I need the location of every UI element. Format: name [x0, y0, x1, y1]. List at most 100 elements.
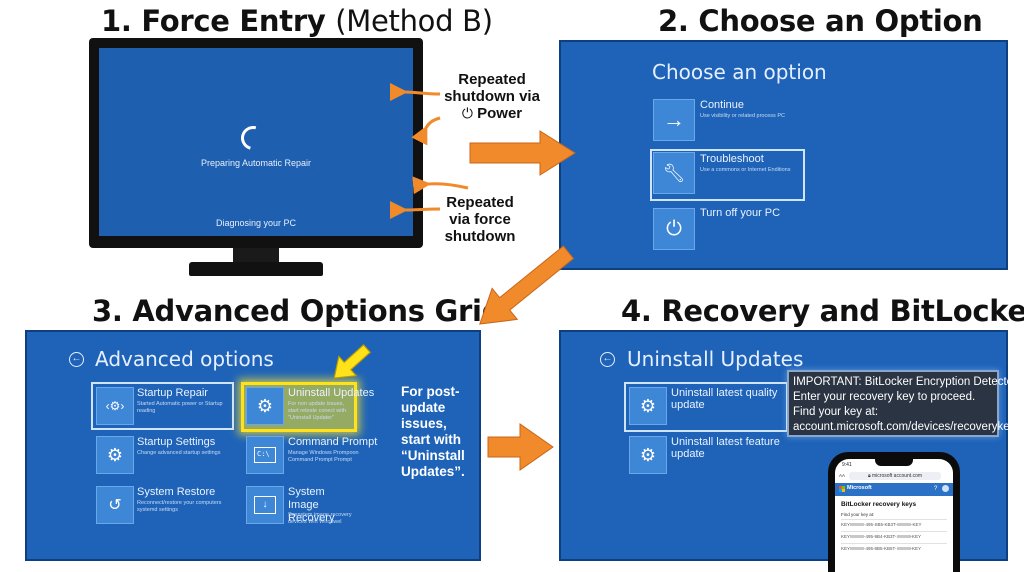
note-line5: “Uninstall: [401, 448, 465, 463]
gear-icon: ⚙︎: [639, 395, 657, 416]
quality-update-tile[interactable]: ⚙︎: [629, 387, 667, 425]
feature-update-tile[interactable]: ⚙︎: [629, 436, 667, 474]
repair-screen: Preparing Automatic Repair Diagnosing yo…: [99, 48, 413, 236]
key-middle: -495-SB5-KB3T-: [864, 522, 898, 527]
smartphone: 9:41 AA 🔒︎ microsoft account.com Microso…: [828, 452, 960, 572]
system-restore-desc: Reconnect/restore your computers systemd…: [137, 500, 222, 513]
note-line4: start with: [401, 432, 462, 447]
startup-repair-box[interactable]: [91, 382, 234, 430]
back-arrow-icon[interactable]: ←: [600, 352, 615, 367]
uninstall-updates-title[interactable]: Uninstall Updates: [288, 387, 375, 399]
feature-update-title[interactable]: Uninstall latest feature update: [671, 436, 780, 460]
quality-update-title[interactable]: Uninstall latest quality update: [671, 387, 777, 411]
help-icon[interactable]: ?: [933, 486, 938, 493]
key-prefix: KEY: [841, 522, 851, 527]
masked-value: [850, 535, 865, 539]
step1-title-method: (Method B): [335, 4, 493, 38]
user-icon[interactable]: [942, 485, 949, 492]
choose-option-screen: Choose an option → Continue Use visibili…: [559, 40, 1008, 270]
command-prompt-tile[interactable]: C:\: [246, 436, 284, 474]
system-restore-tile[interactable]: ↺: [96, 486, 134, 524]
troubleshoot-title[interactable]: Troubleshoot: [700, 153, 764, 165]
key-prefix: KEY: [841, 534, 851, 539]
callout-power-word: Power: [477, 105, 523, 122]
diagnosing-text: Diagnosing your PC: [215, 218, 297, 228]
system-image-recovery-title-text: System Image Recovery: [288, 486, 335, 524]
restore-icon: ↺: [108, 497, 122, 514]
startup-settings-tile[interactable]: ⚙︎: [96, 436, 134, 474]
startup-repair-tile[interactable]: ‹⚙›: [96, 387, 134, 425]
uninstall-updates-desc: For non update issues, start reteste con…: [288, 401, 347, 421]
arrow-right-icon: →: [663, 107, 685, 132]
phone-key-row: KEY -495-9B4-KB3T- -KEY: [841, 534, 921, 539]
lock-icon: 🔒︎: [867, 473, 871, 479]
phone-ms-header: Microsoft ?: [835, 483, 953, 496]
step4-title: 4. Recovery and BitLocker: [621, 294, 1024, 328]
feature-update-line2: update: [671, 448, 705, 460]
step2-title: 2. Choose an Option: [658, 4, 983, 38]
monitor-stand-neck: [233, 248, 279, 264]
uninstall-updates-heading: Uninstall Updates: [627, 347, 804, 371]
startup-settings-title[interactable]: Startup Settings: [137, 436, 216, 448]
key-suffix: -KEY: [910, 546, 922, 551]
callout-power-line3: ⏻ Power: [438, 105, 546, 122]
code-icon: ‹⚙›: [105, 399, 125, 413]
key-middle: -495-9B4-KB3T-: [864, 534, 897, 539]
phone-text-size[interactable]: AA: [839, 473, 846, 478]
callout-arrow-2: [411, 116, 441, 146]
quality-update-line2: update: [671, 399, 705, 411]
uninstall-updates-tile[interactable]: ⚙︎: [246, 387, 284, 425]
system-restore-title[interactable]: System Restore: [137, 486, 216, 498]
startup-repair-desc: Started Automatic power or Startup readi…: [137, 401, 223, 414]
monitor-stand-base: [189, 262, 323, 276]
continue-title[interactable]: Continue: [700, 99, 745, 111]
phone-heading: BitLocker recovery keys: [841, 501, 917, 508]
system-image-recovery-title[interactable]: System Image Recovery: [288, 486, 358, 525]
command-prompt-title[interactable]: Command Prompt: [288, 436, 378, 448]
gear-icon: ⚙︎: [256, 395, 274, 416]
power-icon: ⏻: [666, 217, 682, 240]
turn-off-title[interactable]: Turn off your PC: [700, 207, 781, 219]
continue-tile[interactable]: →: [653, 99, 695, 141]
bitlocker-line1: IMPORTANT: BitLocker Encryption Detected…: [793, 376, 1023, 388]
system-image-recovery-desc: Svenstem image recovery devices Win Wiro…: [288, 512, 352, 525]
callout-force-line2: via force: [449, 211, 511, 228]
troubleshoot-tile[interactable]: 🔧︎: [653, 152, 695, 194]
bitlocker-warning: IMPORTANT: BitLocker Encryption Detected…: [787, 370, 1023, 437]
tools-icon: 🔧︎: [662, 162, 686, 183]
callout-force-line3: shutdown: [444, 228, 516, 245]
microsoft-logo-icon: [839, 486, 845, 492]
phone-url-bar[interactable]: 🔒︎ microsoft account.com: [849, 472, 941, 480]
choose-option-heading: Choose an option: [652, 60, 827, 84]
command-prompt-icon: C:\: [254, 447, 276, 463]
callout-power-line1: Repeated: [458, 71, 526, 88]
phone-notch: [875, 459, 913, 466]
step1-title: 1. Force Entry (Method B): [101, 4, 493, 38]
monitor: Preparing Automatic Repair Diagnosing yo…: [89, 38, 423, 248]
back-arrow-icon[interactable]: ←: [69, 352, 84, 367]
phone-header-icons: ?: [934, 485, 949, 492]
command-prompt-desc: Manage Windows Prompoon Command Prompt P…: [288, 450, 359, 463]
note-line1: For post-: [401, 384, 460, 399]
feature-update-line1: Uninstall latest feature: [671, 436, 780, 448]
turn-off-tile[interactable]: ⏻: [653, 208, 695, 250]
system-image-recovery-tile[interactable]: ↓: [246, 486, 284, 524]
startup-repair-title[interactable]: Startup Repair: [137, 387, 208, 399]
key-suffix: -KEY: [910, 534, 922, 539]
phone-key-row: KEY-495-SB5-KB3T--KEY: [841, 522, 922, 527]
phone-brand: Microsoft: [847, 485, 872, 491]
flow-arrow-2-to-3: [479, 245, 575, 325]
callout-force-shutdown: Repeated via force shutdown: [438, 194, 522, 245]
troubleshoot-desc: Use a commons or Internet Enditions: [700, 167, 791, 173]
masked-value: [897, 523, 912, 527]
note-line2: update: [401, 400, 446, 415]
troubleshoot-selected-box[interactable]: [650, 149, 805, 201]
bitlocker-line3: Find your key at:: [793, 406, 879, 418]
key-middle: -495-8B5-KB5T-: [864, 546, 897, 551]
callout-arrow-3: [412, 176, 469, 195]
gear-icon: ⚙︎: [106, 444, 124, 465]
post-update-note: For post- update issues, start with “Uni…: [401, 384, 479, 480]
callout-arrow-4: [389, 201, 441, 220]
callout-power-line2: shutdown via: [444, 88, 540, 105]
